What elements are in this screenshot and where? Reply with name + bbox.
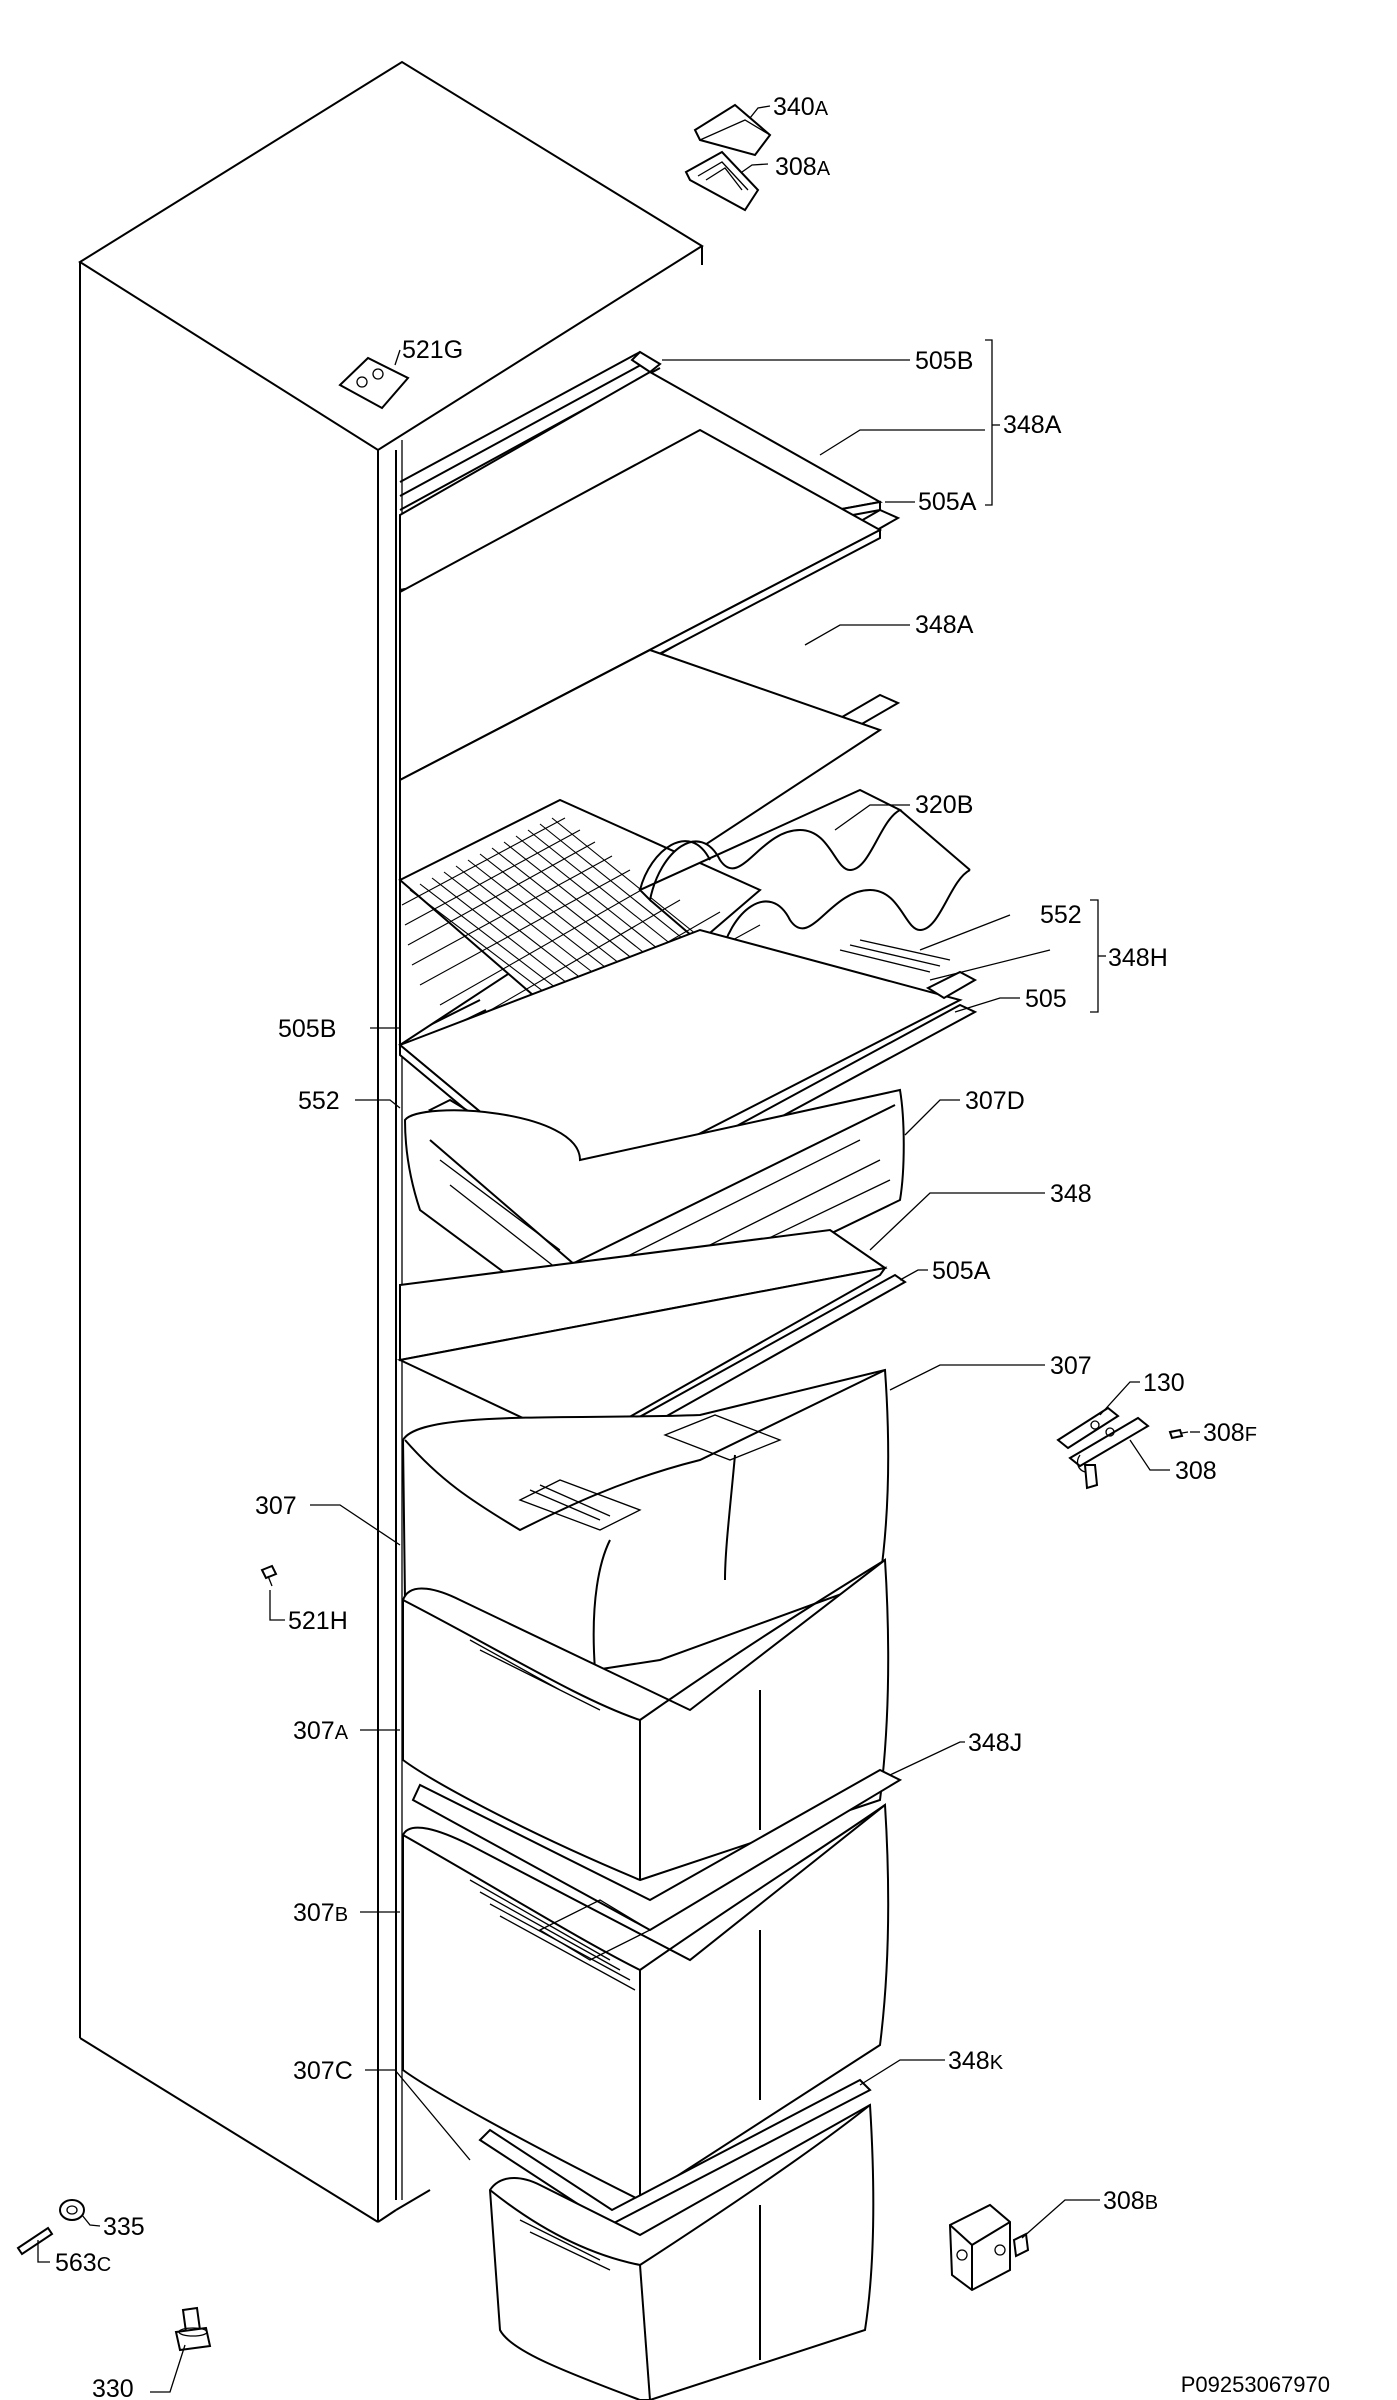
drawer-307c xyxy=(488,2103,875,2400)
label-330: 330 xyxy=(92,2375,134,2400)
label-308a: 308A xyxy=(775,153,831,181)
label-505b-top: 505B xyxy=(915,347,973,375)
leader-lines xyxy=(37,105,1200,2393)
label-307-left: 307 xyxy=(255,1492,297,1520)
hinge-bracket-308b xyxy=(948,2203,1030,2292)
hinge-cover-308a xyxy=(684,150,760,212)
label-505a-top: 505A xyxy=(918,488,977,516)
drawer-307b xyxy=(402,1803,890,2202)
wire-shelf-320b xyxy=(398,788,971,1042)
label-348a-mid: 348A xyxy=(915,611,974,639)
label-521g: 521G xyxy=(402,336,463,364)
label-552-left: 552 xyxy=(298,1087,340,1115)
label-340a: 340A xyxy=(773,93,829,121)
label-348h: 348H xyxy=(1108,944,1168,972)
label-307a: 307A xyxy=(293,1717,349,1745)
pin-563c xyxy=(16,2226,54,2256)
label-505b-left: 505B xyxy=(278,1015,336,1043)
roller-335 xyxy=(59,2199,85,2221)
glass-shelf-348 xyxy=(396,1228,907,1464)
label-505: 505 xyxy=(1025,985,1067,1013)
label-505a-mid: 505A xyxy=(932,1257,991,1285)
label-552-right: 552 xyxy=(1040,901,1082,929)
label-308: 308 xyxy=(1175,1457,1217,1485)
label-320b: 320B xyxy=(915,791,973,819)
label-335: 335 xyxy=(103,2213,145,2241)
plate-521g xyxy=(338,356,410,410)
label-307b: 307B xyxy=(293,1899,348,1927)
label-308f: 308F xyxy=(1203,1419,1257,1447)
drawer-307a xyxy=(402,1558,890,1882)
hinge-cover-340a xyxy=(693,103,772,157)
label-130: 130 xyxy=(1143,1369,1185,1397)
screw-521h xyxy=(260,1564,278,1587)
label-521h: 521H xyxy=(288,1607,348,1635)
label-563c: 563C xyxy=(55,2249,111,2277)
label-308b: 308B xyxy=(1103,2187,1158,2215)
label-307c: 307C xyxy=(293,2057,353,2085)
hinge-130 xyxy=(1056,1406,1150,1490)
label-348k: 348K xyxy=(948,2047,1004,2075)
screw-308f xyxy=(1168,1428,1189,1440)
diagram-id: P09253067970 xyxy=(1181,2372,1330,2397)
label-307-right: 307 xyxy=(1050,1352,1092,1380)
label-348: 348 xyxy=(1050,1180,1092,1208)
label-307d: 307D xyxy=(965,1087,1025,1115)
label-348j: 348J xyxy=(968,1729,1022,1757)
label-348a-group: 348A xyxy=(1003,411,1062,439)
callout-labels: 340A 308A 521G 505B 348A 505A 348A 320B … xyxy=(55,93,1257,2400)
foot-330 xyxy=(174,2306,212,2352)
